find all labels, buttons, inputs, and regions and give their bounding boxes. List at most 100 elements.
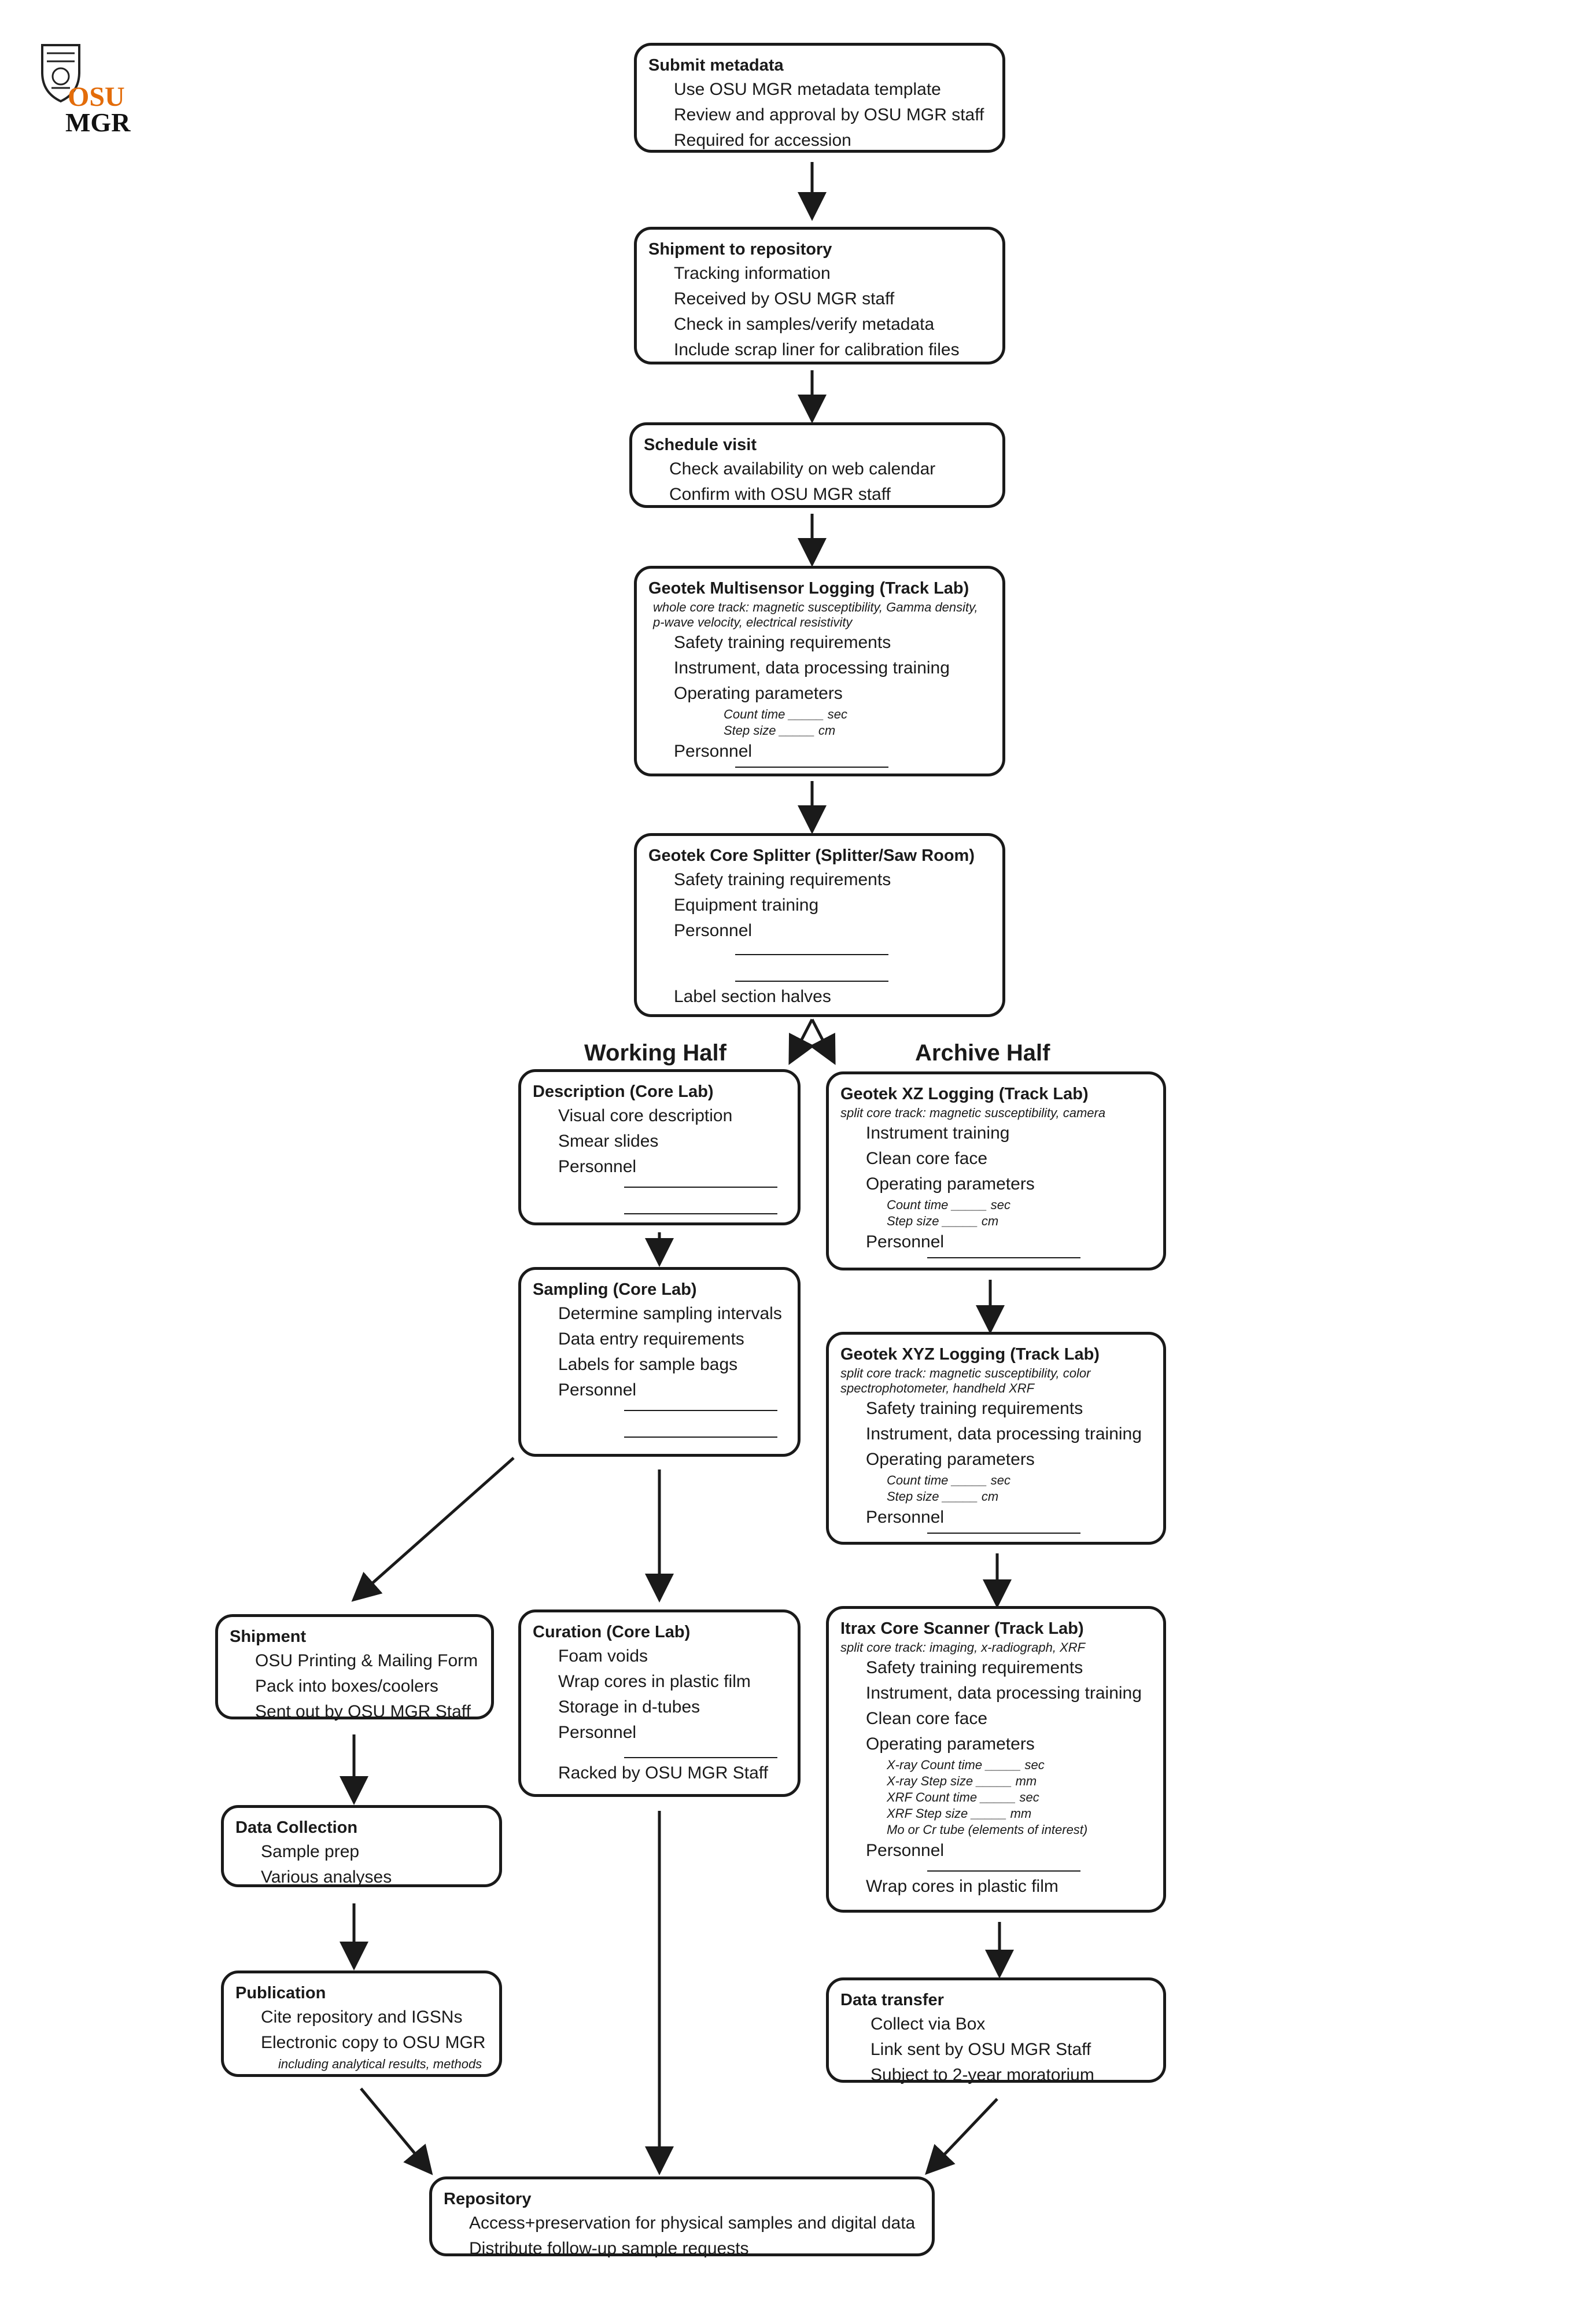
fill-in-line (624, 1413, 777, 1438)
box-title: Shipment to repository (648, 240, 832, 259)
box-item: Data entry requirements (558, 1329, 744, 1349)
box-param: Mo or Cr tube (elements of interest) (887, 1822, 1088, 1837)
box-item: Confirm with OSU MGR staff (669, 485, 891, 504)
working-half-label: Working Half (584, 1040, 726, 1066)
box-title: Data transfer (840, 1991, 944, 2009)
fill-in-line (624, 1190, 777, 1214)
box-item: Visual core description (558, 1106, 733, 1125)
core-splitter-box: Geotek Core Splitter (Splitter/Saw Room)… (634, 833, 1005, 1017)
box-title: Itrax Core Scanner (Track Lab) (840, 1619, 1084, 1638)
box-subtitle: split core track: magnetic susceptibilit… (840, 1366, 1091, 1395)
box-param: Step size _____ cm (887, 1489, 999, 1504)
arrow-sampling-to-shipment (351, 1457, 515, 1602)
xz-logging-box: Geotek XZ Logging (Track Lab) split core… (826, 1071, 1166, 1270)
fill-in-line (927, 1863, 1080, 1872)
shipment-to-repository-box: Shipment to repository Tracking informat… (634, 227, 1005, 364)
box-note: including analytical results, methods (278, 2057, 482, 2071)
box-item: Review and approval by OSU MGR staff (674, 105, 984, 124)
shipment-box: Shipment OSU Printing & Mailing Form Pac… (215, 1614, 494, 1721)
box-item: Operating parameters (866, 1734, 1035, 1754)
box-item: Smear slides (558, 1132, 659, 1151)
box-item: Check availability on web calendar (669, 459, 936, 478)
box-title: Schedule visit (644, 436, 757, 454)
box-item: Wrap cores in plastic film (866, 1877, 1058, 1896)
box-item: Labels for sample bags (558, 1355, 738, 1374)
box-title: Description (Core Lab) (533, 1082, 714, 1101)
box-title: Repository (444, 2190, 532, 2208)
box-item: Operating parameters (866, 1174, 1035, 1194)
schedule-visit-box: Schedule visit Check availability on web… (629, 422, 1005, 508)
fill-in-line (624, 1180, 777, 1188)
box-title: Submit metadata (648, 56, 784, 75)
box-item: Collect via Box (871, 2014, 986, 2034)
box-item: Operating parameters (674, 684, 843, 703)
box-param: Count time _____ sec (887, 1198, 1011, 1212)
box-item: Sample prep (261, 1842, 360, 1861)
submit-metadata-box: Submit metadata Use OSU MGR metadata tem… (634, 43, 1005, 153)
box-item: Safety training requirements (866, 1658, 1083, 1677)
box-title: Curation (Core Lab) (533, 1623, 691, 1641)
box-item: Label section halves (674, 987, 831, 1006)
box-item: Safety training requirements (674, 633, 891, 652)
box-item: Link sent by OSU MGR Staff (871, 2040, 1091, 2059)
archive-half-label: Archive Half (915, 1040, 1050, 1066)
box-param: Count time _____ sec (887, 1473, 1011, 1487)
box-item: Personnel (866, 1508, 945, 1527)
logo-mgr-text: MGR (65, 108, 131, 137)
box-item: Clean core face (866, 1149, 988, 1168)
box-item: Various analyses (261, 1868, 392, 1887)
data-transfer-box: Data transfer Collect via Box Link sent … (826, 1977, 1166, 2084)
box-item: Subject to 2-year moratorium (871, 2065, 1094, 2084)
description-box: Description (Core Lab) Visual core descr… (518, 1069, 801, 1225)
box-param: Step size _____ cm (887, 1214, 999, 1228)
box-item: Tracking information (674, 264, 831, 283)
box-item: Personnel (674, 921, 753, 940)
box-item: Check in samples/verify metadata (674, 315, 935, 334)
box-title: Publication (235, 1984, 326, 2002)
box-item: Sent out by OSU MGR Staff (255, 1702, 471, 1721)
box-item: Required for accession (674, 131, 851, 150)
fill-in-line (735, 952, 888, 955)
box-item: Use OSU MGR metadata template (674, 80, 941, 99)
box-item: Personnel (674, 742, 753, 761)
curation-box: Curation (Core Lab) Foam voids Wrap core… (518, 1610, 801, 1797)
fill-in-line (927, 1530, 1080, 1534)
box-title: Geotek Multisensor Logging (Track Lab) (648, 579, 969, 598)
multisensor-logging-box: Geotek Multisensor Logging (Track Lab) w… (634, 566, 1005, 776)
box-param: X-ray Count time _____ sec (887, 1758, 1045, 1772)
box-title: Geotek XYZ Logging (Track Lab) (840, 1345, 1100, 1364)
fill-in-line (927, 1255, 1080, 1258)
box-item: Storage in d-tubes (558, 1697, 700, 1717)
seal-icon (41, 44, 80, 103)
data-collection-box: Data Collection Sample prep Various anal… (221, 1805, 502, 1887)
box-item: Racked by OSU MGR Staff (558, 1763, 768, 1782)
fill-in-line (624, 1403, 777, 1411)
arrow-splitter-to-working (788, 1018, 815, 1065)
box-param: Step size _____ cm (724, 723, 836, 738)
box-item: Personnel (558, 1157, 637, 1176)
box-item: Safety training requirements (866, 1399, 1083, 1418)
arrow-publication-to-repository (360, 2087, 433, 2175)
box-param: X-ray Step size _____ mm (887, 1774, 1037, 1788)
arrow-datatransfer-to-repository (925, 2098, 998, 2175)
box-item: Instrument, data processing training (674, 658, 950, 677)
publication-box: Publication Cite repository and IGSNs El… (221, 1971, 502, 2077)
box-param: XRF Count time _____ sec (887, 1790, 1039, 1804)
box-item: Cite repository and IGSNs (261, 2008, 463, 2027)
osu-mgr-logo: OSU MGR (32, 40, 147, 139)
fill-in-line (735, 957, 888, 982)
box-item: Operating parameters (866, 1450, 1035, 1469)
box-param: Count time _____ sec (724, 707, 848, 721)
box-item: Instrument, data processing training (866, 1424, 1142, 1443)
fill-in-line (624, 1745, 777, 1758)
box-item: Received by OSU MGR staff (674, 289, 895, 308)
xyz-logging-box: Geotek XYZ Logging (Track Lab) split cor… (826, 1332, 1166, 1545)
box-subtitle: whole core track: magnetic susceptibilit… (653, 600, 978, 629)
box-item: Safety training requirements (674, 870, 891, 889)
arrow-splitter-to-archive (809, 1018, 836, 1065)
box-item: Clean core face (866, 1709, 988, 1728)
repository-box: Repository Access+preservation for physi… (429, 2176, 935, 2258)
box-item: Wrap cores in plastic film (558, 1672, 751, 1691)
box-item: Equipment training (674, 896, 819, 915)
